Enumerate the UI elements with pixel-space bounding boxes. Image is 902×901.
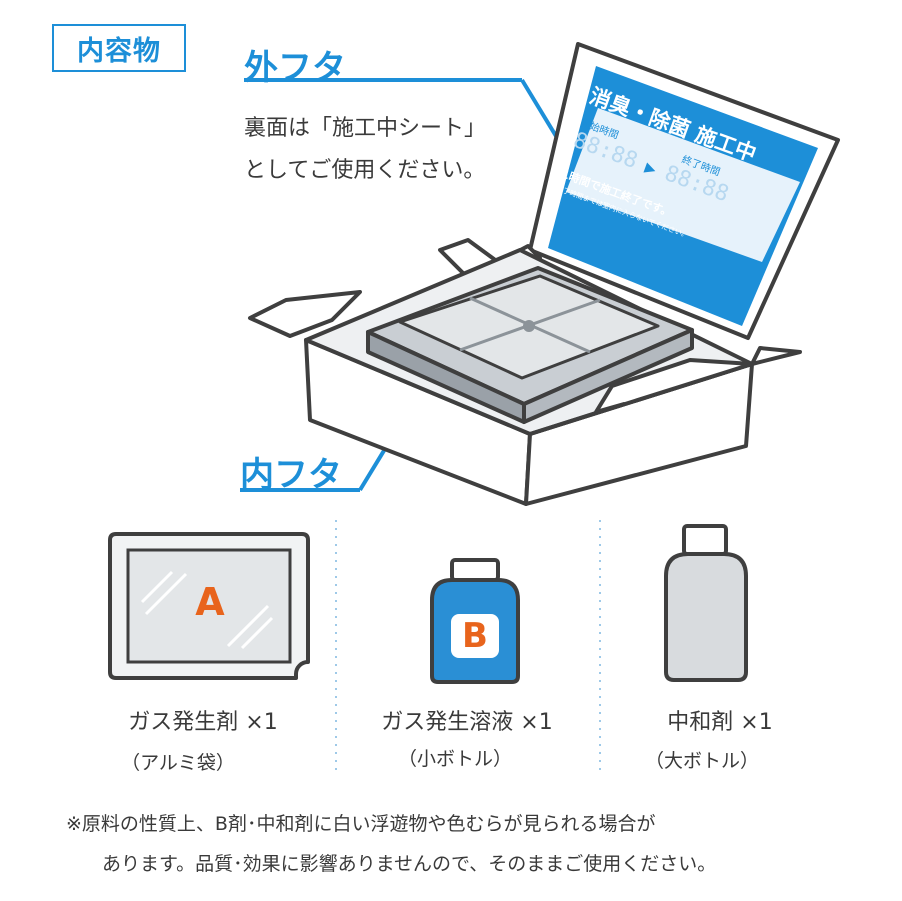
arrow-right-icon: ▶ — [642, 159, 659, 179]
item-a-pouch — [108, 532, 310, 680]
footnote-line2: あります。品質･効果に影響ありませんので、そのままご使用ください。 — [102, 853, 717, 875]
contents-tag-text: 内容物 — [77, 35, 161, 67]
outer-lid-callout — [244, 78, 571, 156]
item-b-letter: B — [462, 616, 488, 656]
item-a-name: ガス発生剤 ×1 — [128, 710, 278, 735]
item-a-sub: （アルミ袋） — [121, 752, 235, 774]
outer-lid-desc-line2: としてご使用ください。 — [244, 158, 486, 183]
item-b-label-badge: B — [451, 614, 499, 658]
item-b-name: ガス発生溶液 ×1 — [381, 710, 553, 735]
outer-lid — [528, 42, 840, 340]
outer-lid-description: 裏面は「施工中シート」 としてご使用ください。 — [244, 108, 486, 192]
item-a-letter: A — [195, 580, 225, 624]
footnote: ※原料の性質上、B剤･中和剤に白い浮遊物や色むらが見られる場合が あります。品質… — [66, 804, 866, 884]
contents-tag: 内容物 — [52, 24, 186, 72]
item-c-large-bottle — [664, 524, 748, 682]
inner-lid — [366, 266, 694, 424]
item-c-sub: （大ボトル） — [644, 750, 759, 772]
outer-lid-desc-line1: 裏面は「施工中シート」 — [244, 116, 487, 141]
item-b-sub: （小ボトル） — [397, 748, 512, 770]
item-c-name: 中和剤 ×1 — [667, 710, 773, 735]
footnote-line1: ※原料の性質上、B剤･中和剤に白い浮遊物や色むらが見られる場合が — [66, 813, 656, 835]
box-front-flap — [528, 346, 802, 436]
